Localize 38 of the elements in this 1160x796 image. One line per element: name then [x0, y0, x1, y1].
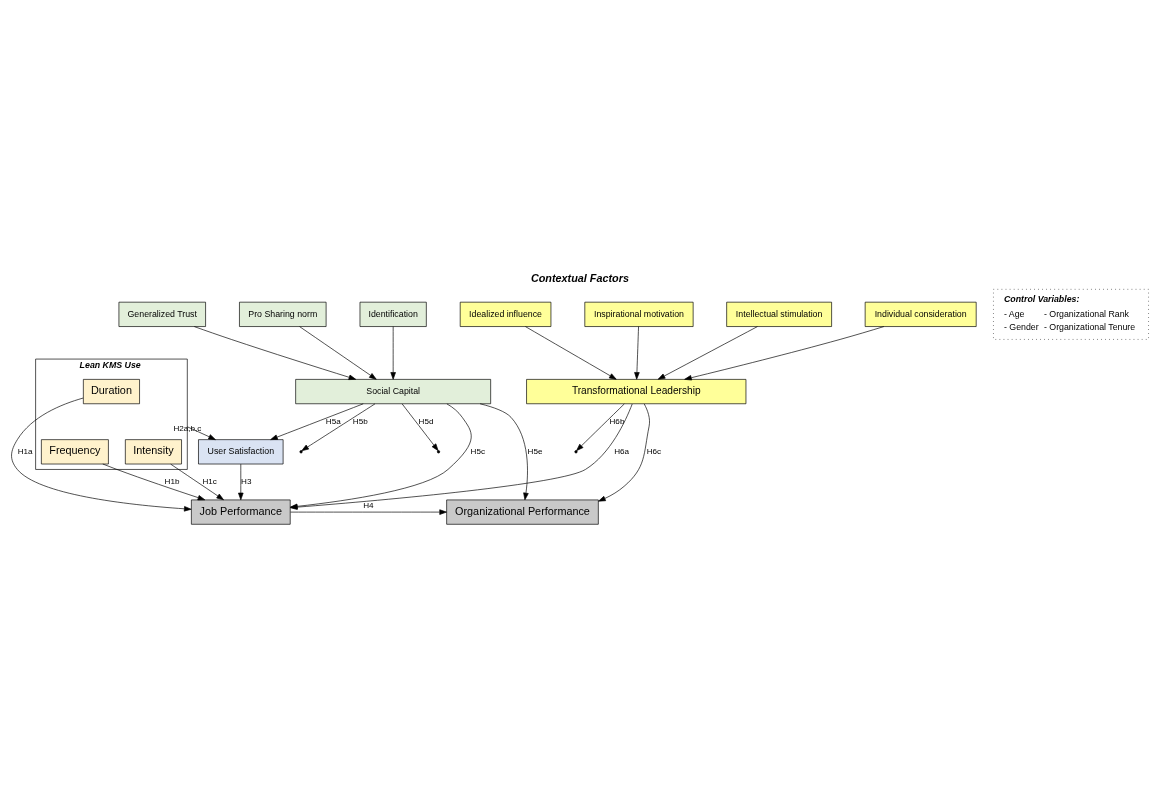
arrow [525, 326, 617, 380]
arrow [238, 463, 244, 501]
node-box: Social Capital [295, 379, 491, 405]
arrow [479, 403, 529, 501]
arrow [290, 403, 472, 510]
node-box: Duration [83, 379, 140, 405]
node-box: Generalized Trust [118, 301, 206, 327]
node-box: Intellectual stimulation [726, 301, 832, 327]
arrow [634, 326, 640, 380]
node-box: Organizational Performance [446, 499, 599, 525]
arrow [657, 326, 758, 380]
arrow [401, 403, 439, 451]
arrow [299, 326, 377, 380]
arrow [270, 403, 364, 440]
node-box: Frequency [41, 439, 109, 465]
arrow [576, 403, 625, 451]
node-box: Intensity [125, 439, 182, 465]
arrow [194, 326, 357, 380]
arrow [301, 403, 376, 452]
node-box: Job Performance [191, 499, 291, 525]
diagram-title: Contextual Factors [530, 272, 629, 285]
arrow [598, 403, 650, 502]
node-box: Transformational Leadership [526, 379, 747, 405]
node-box: Inspirational motivation [584, 301, 694, 327]
node-box: User Satisfaction [198, 439, 284, 465]
node-box: Control Variables: - Age - Organizational Rank - Gender - Organizational Tenure [993, 288, 1149, 340]
arrow [186, 426, 216, 440]
arrow [170, 463, 224, 501]
arrow [290, 509, 447, 515]
arrow [390, 326, 396, 380]
node-box: Identification [359, 301, 427, 327]
node-box: Idealized influence [459, 301, 552, 327]
arrow [102, 463, 206, 501]
arrow [11, 397, 192, 512]
node-box: Pro Sharing norm [239, 301, 327, 327]
node-box: Individual consideration [864, 301, 977, 327]
arrow [290, 403, 633, 510]
arrow [684, 326, 885, 381]
